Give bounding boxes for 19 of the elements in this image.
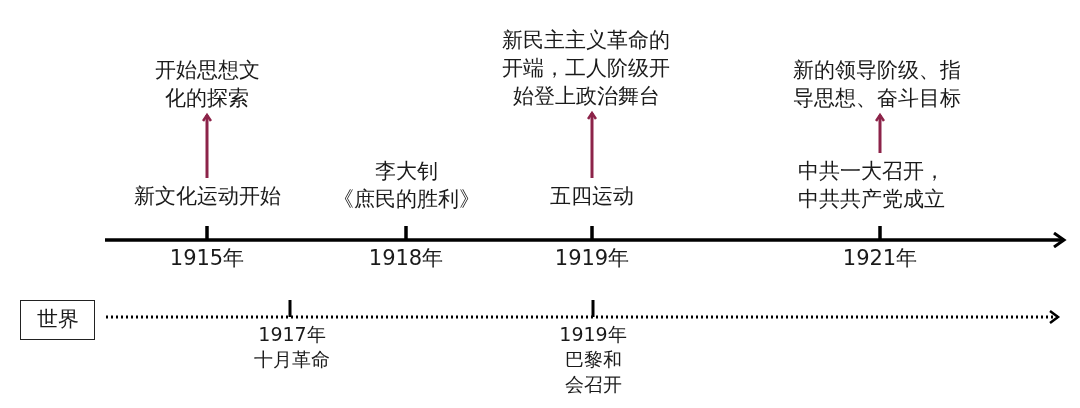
result-text: 新的领导阶级、指导思想、奋斗目标 xyxy=(786,56,968,112)
arrow xyxy=(874,113,886,153)
event-text: 五四运动 xyxy=(542,182,642,210)
year-label: 1918年 xyxy=(367,245,445,272)
event-text: 巴黎和会召开 xyxy=(563,347,623,397)
arrow xyxy=(586,111,598,178)
year-label: 1915年 xyxy=(168,245,246,272)
arrow xyxy=(201,113,213,178)
event-text: 十月革命 xyxy=(253,347,331,372)
event-text: 李大钊《庶民的胜利》 xyxy=(331,158,481,213)
year-label: 1921年 xyxy=(841,245,919,272)
category-box: 世界 xyxy=(20,300,95,340)
result-text: 新民主主义革命的开端，工人阶级开始登上政治舞台 xyxy=(498,26,674,110)
year-label: 1919年 xyxy=(558,322,628,347)
event-text: 新文化运动开始 xyxy=(122,182,292,210)
result-text: 开始思想文化的探索 xyxy=(150,56,264,112)
year-label: 1917年 xyxy=(257,322,327,347)
event-text: 中共一大召开，中共共产党成立 xyxy=(798,157,978,213)
year-label: 1919年 xyxy=(553,245,631,272)
